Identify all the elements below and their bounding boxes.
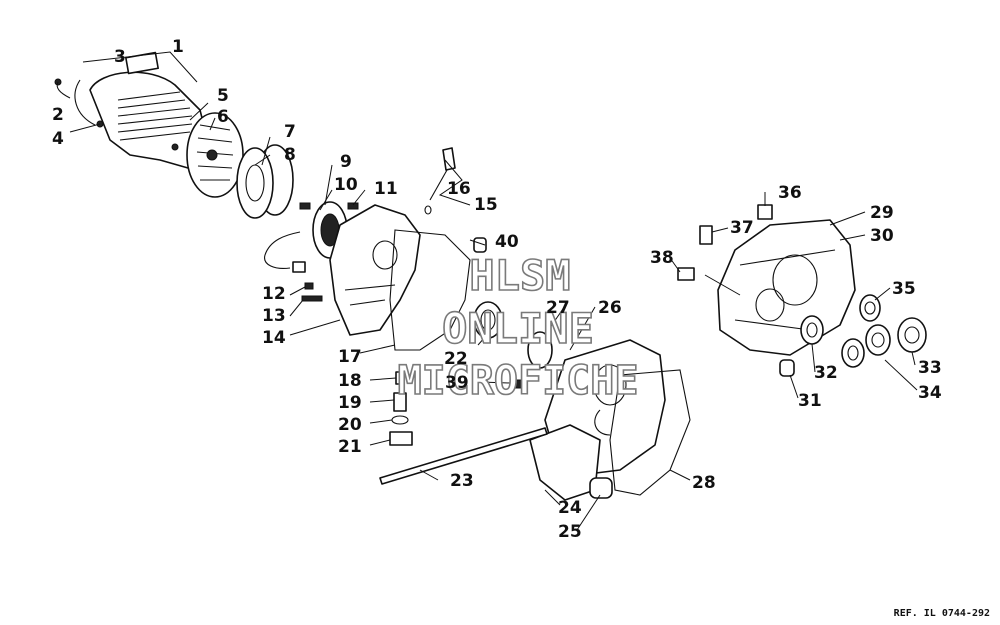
callout-34: 34 xyxy=(918,383,942,403)
watermark-line1: HLSM xyxy=(469,251,570,300)
small-hardware xyxy=(54,78,773,446)
callout-7: 7 xyxy=(284,122,296,142)
callout-10: 10 xyxy=(334,175,358,195)
o-ring-part xyxy=(527,331,553,369)
right-housing-part xyxy=(717,219,856,356)
callout-8: 8 xyxy=(284,145,296,165)
callout-13: 13 xyxy=(262,306,286,326)
fan-cover-part xyxy=(74,51,211,171)
callout-4: 4 xyxy=(52,129,64,149)
callout-39: 39 xyxy=(445,373,469,393)
callout-5: 5 xyxy=(217,86,229,106)
callout-30: 30 xyxy=(870,226,894,246)
callout-24: 24 xyxy=(558,498,582,518)
bearings xyxy=(779,294,927,377)
watermark: HLSM ONLINE MICROFICHE xyxy=(397,250,639,405)
callout-9: 9 xyxy=(340,152,352,172)
callout-40: 40 xyxy=(495,232,519,252)
callout-6: 6 xyxy=(217,107,229,127)
callout-2: 2 xyxy=(52,105,64,125)
rotor-part xyxy=(236,144,294,219)
callout-36: 36 xyxy=(778,183,802,203)
left-cover-part xyxy=(329,204,421,336)
callout-26: 26 xyxy=(598,298,622,318)
callout-20: 20 xyxy=(338,415,362,435)
reference-number: REF. IL 0744-292 xyxy=(893,608,990,619)
callout-31: 31 xyxy=(798,391,822,411)
callout-3: 3 xyxy=(114,47,126,67)
callout-29: 29 xyxy=(870,203,894,223)
callout-22: 22 xyxy=(444,349,468,369)
callout-1: 1 xyxy=(172,37,184,57)
flywheel-part xyxy=(186,112,244,198)
watermark-line3: MICROFICHE xyxy=(398,358,639,404)
callout-14: 14 xyxy=(262,328,286,348)
callout-17: 17 xyxy=(338,347,362,367)
callout-18: 18 xyxy=(338,371,362,391)
callout-25: 25 xyxy=(558,522,582,542)
center-gasket xyxy=(609,369,691,496)
leader-lines xyxy=(56,51,918,531)
cover-gasket xyxy=(389,229,471,351)
callout-23: 23 xyxy=(450,471,474,491)
callout-32: 32 xyxy=(814,363,838,383)
callout-12: 12 xyxy=(262,284,286,304)
watermark-line2: ONLINE xyxy=(442,304,594,353)
callout-16: 16 xyxy=(447,179,471,199)
callout-15: 15 xyxy=(474,195,498,215)
callout-19: 19 xyxy=(338,393,362,413)
callout-35: 35 xyxy=(892,279,916,299)
callout-33: 33 xyxy=(918,358,942,378)
callout-11: 11 xyxy=(374,179,398,199)
callout-28: 28 xyxy=(692,473,716,493)
callout-38: 38 xyxy=(650,248,674,268)
callout-37: 37 xyxy=(730,218,754,238)
oil-seal-part xyxy=(473,301,503,339)
callout-21: 21 xyxy=(338,437,362,457)
callout-27: 27 xyxy=(546,298,570,318)
stud-part xyxy=(379,427,548,485)
callout-labels: 1 2 3 4 5 6 7 8 9 10 11 12 13 14 15 16 1… xyxy=(52,37,942,542)
